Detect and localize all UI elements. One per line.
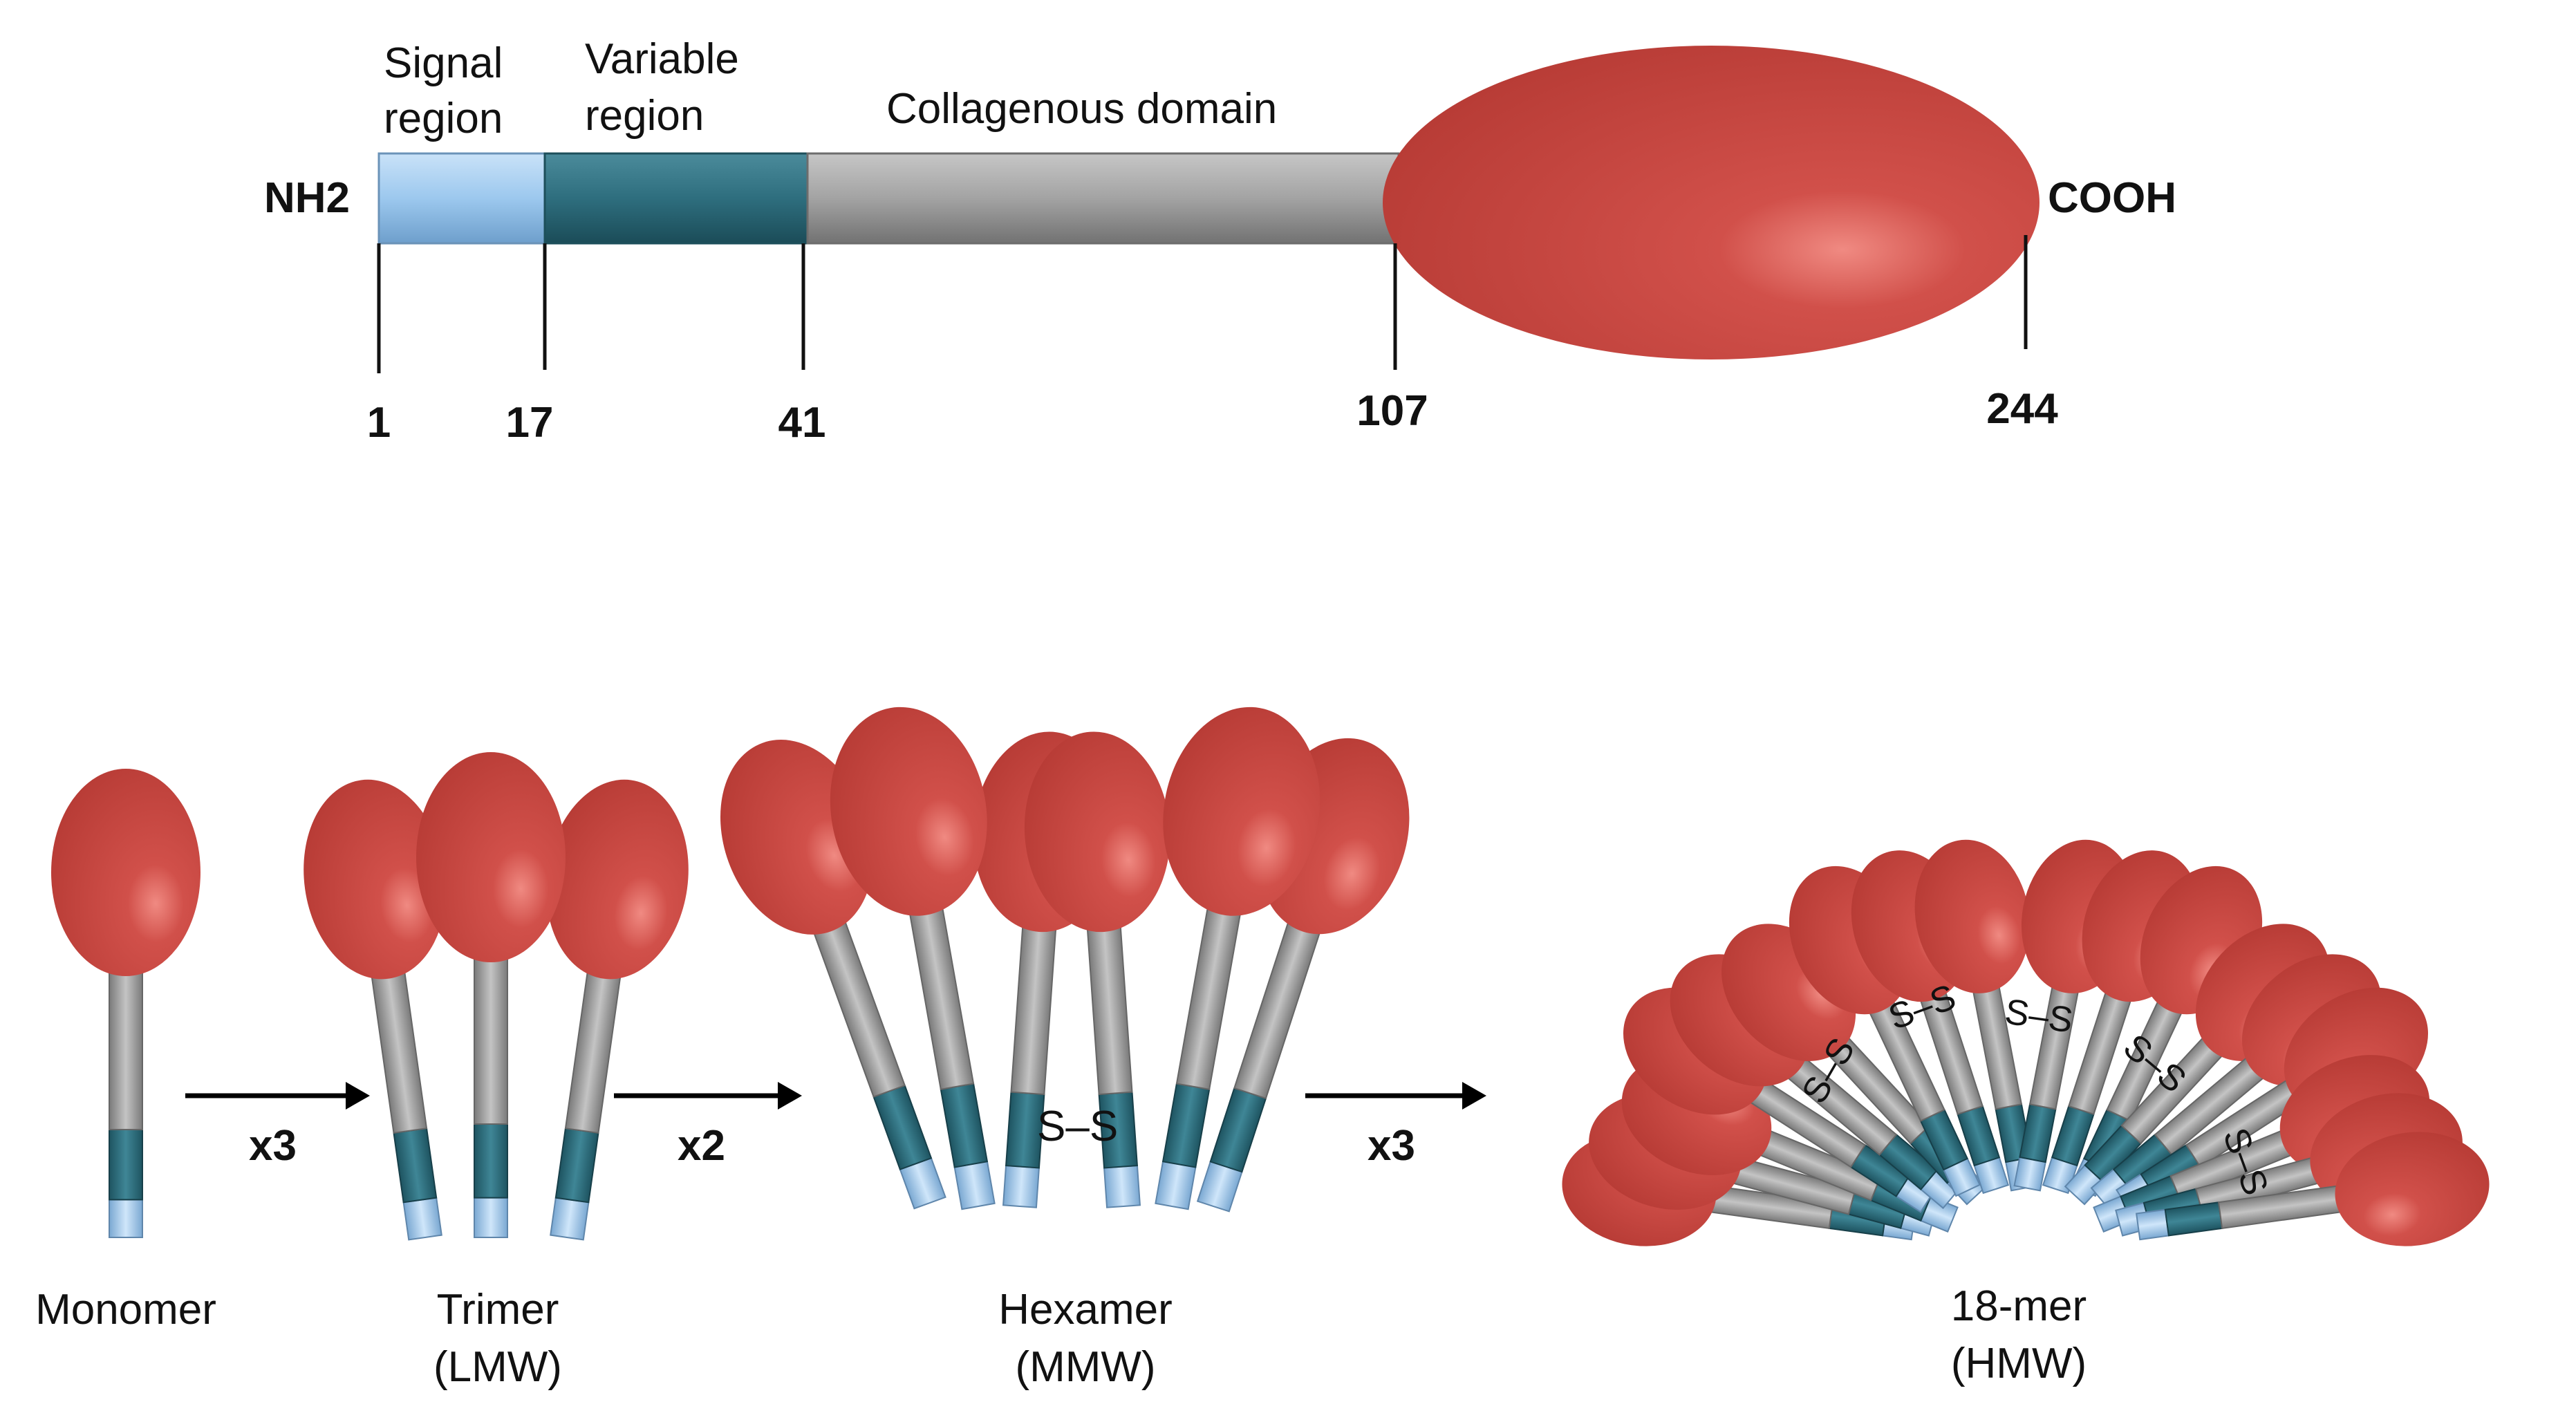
position-label-41: 41 <box>778 399 826 447</box>
hexamer-subunit-5 <box>1155 707 1320 1210</box>
globular-head <box>1024 731 1170 933</box>
collagen-segment <box>908 903 975 1090</box>
collagen-segment <box>370 967 428 1134</box>
trimer-subunit-right <box>545 779 689 1241</box>
collagen-segment <box>812 917 906 1098</box>
collagen-segment <box>109 967 143 1130</box>
signal-segment <box>2013 1156 2046 1192</box>
multiply-label-trimer-to-hexamer: x2 <box>678 1122 725 1170</box>
signal-region-label-1: Signal <box>384 39 503 87</box>
18mer-model <box>1562 839 2490 1246</box>
hexamer-subunit-2 <box>830 707 996 1210</box>
variable-segment <box>1209 1087 1267 1173</box>
globular-head <box>416 752 566 962</box>
variable-segment <box>1161 1083 1211 1168</box>
18mer-trimer-3-subunit-3 <box>1914 839 2038 1192</box>
collagenous-domain-bar <box>806 152 1400 245</box>
signal-segment <box>953 1161 996 1210</box>
signal-segment <box>1103 1164 1141 1208</box>
monomer-label: Monomer <box>35 1286 216 1334</box>
globular-head <box>304 779 447 980</box>
globular-head <box>1914 839 2031 993</box>
c-terminus-label: COOH <box>2048 174 2176 222</box>
18mer-label: 18-mer <box>1951 1282 2087 1330</box>
variable-region-label-2: region <box>585 92 704 140</box>
monomer-model <box>51 769 200 1238</box>
signal-segment <box>109 1199 143 1238</box>
globular-domain <box>1383 46 2040 359</box>
variable-region-label-1: Variable <box>585 35 739 83</box>
position-label-1: 1 <box>367 399 391 447</box>
trimer-label: Trimer <box>437 1286 559 1334</box>
multiply-label-hexamer-to-18mer: x3 <box>1368 1122 1415 1170</box>
n-terminus-label: NH2 <box>264 174 350 222</box>
signal-segment <box>2135 1208 2170 1241</box>
position-ticks <box>377 235 2028 373</box>
position-label-17: 17 <box>506 399 554 447</box>
signal-segment <box>1155 1161 1197 1210</box>
trimer-subunit-left <box>304 779 447 1241</box>
trimer-sub-label: (LMW) <box>433 1343 562 1391</box>
trimer-model <box>304 752 689 1241</box>
trimer-subunit-center <box>416 752 566 1238</box>
variable-segment <box>2019 1103 2057 1163</box>
globular-head <box>51 769 200 976</box>
hexamer-model <box>720 707 1410 1213</box>
globular-head <box>2335 1132 2490 1246</box>
variable-segment <box>940 1083 989 1168</box>
variable-segment <box>474 1123 508 1199</box>
globular-head <box>1163 707 1320 916</box>
hexamer-sub-label: (MMW) <box>1015 1343 1155 1391</box>
variable-segment <box>872 1084 933 1170</box>
collagen-segment <box>1175 903 1242 1090</box>
monomer-subunit <box>51 769 200 1238</box>
domain-map: Signal region Variable region Collagenou… <box>264 35 2176 447</box>
collagen-segment <box>474 953 508 1125</box>
collagen-segment <box>1233 917 1322 1100</box>
signal-segment <box>402 1197 442 1241</box>
variable-region-bar <box>543 152 809 245</box>
globular-head <box>830 707 987 916</box>
18mer-trimer-6-subunit-3 <box>2135 1132 2490 1246</box>
signal-segment <box>1002 1164 1040 1208</box>
signal-segment <box>474 1197 508 1238</box>
disulfide-label-hexamer: S–S <box>1037 1103 1118 1150</box>
collagen-segment <box>564 967 622 1134</box>
signal-segment <box>550 1197 590 1241</box>
hexamer-label: Hexamer <box>998 1286 1173 1334</box>
multiply-label-monomer-to-trimer: x3 <box>249 1122 297 1170</box>
hexamer-subunit-4 <box>1024 731 1170 1208</box>
variable-segment <box>554 1128 599 1204</box>
position-label-244: 244 <box>1986 385 2058 433</box>
18mer-sub-label: (HMW) <box>1951 1340 2087 1387</box>
signal-region-bar <box>377 152 546 245</box>
globular-head <box>545 779 689 980</box>
variable-segment <box>393 1128 438 1204</box>
signal-region-label-2: region <box>384 95 503 142</box>
collagen-segment <box>1086 922 1133 1096</box>
position-label-107: 107 <box>1356 387 1428 435</box>
disulfide-label-18mer-3: S–S <box>2002 991 2075 1040</box>
assembly-arrows <box>185 1082 1486 1110</box>
collagen-segment <box>1010 922 1057 1096</box>
collagenous-domain-label: Collagenous domain <box>886 85 1277 133</box>
variable-segment <box>109 1129 143 1201</box>
